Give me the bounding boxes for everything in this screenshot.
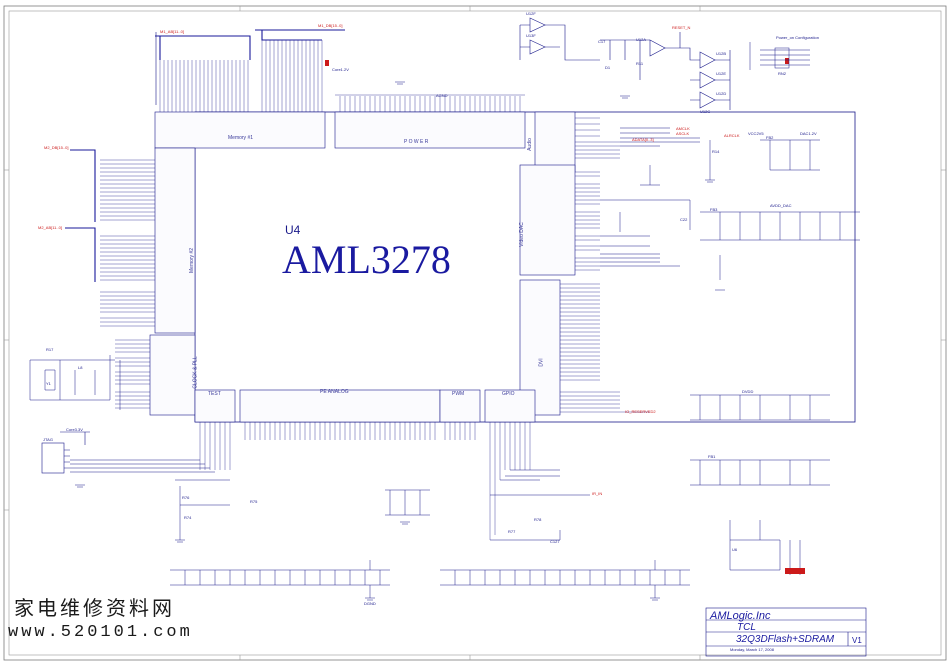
video-dac-block — [519, 164, 576, 276]
title-block — [705, 607, 867, 657]
audio-block — [534, 111, 576, 173]
audio-label: Audio — [526, 138, 533, 151]
clock-block — [149, 334, 196, 416]
title-block-brand: TCL — [737, 622, 756, 633]
title-block-title: 32Q3DFlash+SDRAM — [736, 634, 835, 645]
memory2-block — [154, 147, 196, 334]
net-dac12: DAC1.2V — [800, 131, 817, 136]
pe-analog-label: PE ANALOG — [320, 389, 349, 395]
part-u12a: U12A — [636, 37, 647, 42]
part-r76: R76 — [182, 495, 190, 500]
pwm-block — [439, 389, 481, 423]
bus-label-m2ab: M2_AB[11..0] — [38, 225, 62, 230]
memory-block — [154, 111, 326, 149]
net-core12: Core1.2V — [332, 67, 349, 72]
net-avdd: AVDD_DAC — [770, 203, 792, 208]
net-core33: Core3.3V — [66, 427, 83, 432]
power-label: P O W E R — [404, 139, 429, 145]
net-asclk: ASCLK — [676, 131, 690, 136]
part-u13f: U13F — [526, 33, 536, 38]
watermark-url: www.520101.com — [8, 623, 193, 642]
chip-reference: U4 — [285, 223, 301, 237]
watermark-chinese: 家电维修资料网 — [14, 596, 175, 620]
memory-label: Memory #1 — [228, 135, 254, 141]
part-u12d: U12D — [716, 91, 727, 96]
config-title: Power_on Configuration — [776, 35, 819, 40]
part-fb1: FB1 — [708, 454, 716, 459]
pe-analog-block — [239, 389, 441, 423]
memory2-label: Memory #2 — [189, 247, 196, 274]
video-dac-label: Video DAC — [518, 222, 525, 247]
net-adata: ADATA[0..3] — [632, 137, 654, 142]
part-fb3: FB3 — [710, 207, 718, 212]
title-block-date: Monday, March 17, 2008 — [730, 647, 774, 652]
part-u12e: U12E — [716, 71, 727, 76]
part-r11: R11 — [636, 61, 644, 66]
part-c22: C22 — [680, 217, 688, 222]
net-reset: RESET_N — [672, 25, 691, 30]
title-block-revision: V1 — [852, 636, 862, 645]
clock-label: CLOCK & PLL — [192, 356, 199, 389]
part-r17: R17 — [46, 347, 54, 352]
part-fb2: FB2 — [766, 135, 774, 140]
part-r14: R14 — [712, 149, 720, 154]
part-c127: C127 — [550, 539, 560, 544]
part-c17: C17 — [598, 39, 606, 44]
test-label: TEST — [208, 391, 221, 397]
bus-label-m2db: M2_DB[15..0] — [44, 145, 69, 150]
net-io-reserved: IO_RESERVED2 — [625, 409, 656, 414]
pwm-label: PWM — [452, 391, 465, 397]
title-block-company: AMLogic.Inc — [710, 610, 771, 622]
net-agnd: AGND — [436, 93, 448, 98]
chip-name: AML3278 — [282, 237, 451, 282]
part-jtag: JTAG — [43, 437, 53, 442]
part-d1: D1 — [605, 65, 611, 70]
part-u12c: U12C — [700, 109, 711, 114]
net-vcc25: VCC2V5 — [748, 131, 764, 136]
net-dvdd: DVDD — [742, 389, 754, 394]
part-l8: L8 — [78, 365, 83, 370]
bus-label-mdb: M1_DB[15..0] — [318, 23, 343, 28]
part-u6: U6 — [732, 547, 738, 552]
bus-label-mab: M1_AB[11..0] — [160, 29, 184, 34]
power-block — [334, 111, 526, 149]
part-u12b: U12B — [716, 51, 727, 56]
net-amclk: AMCLK — [676, 126, 690, 131]
part-y1: Y1 — [46, 381, 51, 386]
sheet-border — [3, 5, 947, 661]
net-alrclk: ALRCLK — [724, 133, 740, 138]
part-u12f: U12F — [526, 11, 536, 16]
part-r78: R78 — [534, 517, 542, 522]
test-block — [194, 389, 236, 423]
part-rn2: RN2 — [778, 71, 787, 76]
net-dgnd: DGND — [364, 601, 376, 606]
part-r74: R74 — [184, 515, 192, 520]
net-irin: IR_IN — [592, 491, 603, 496]
part-r77: R77 — [508, 529, 516, 534]
part-r75: R75 — [250, 499, 258, 504]
dvi-label: DVI — [538, 358, 545, 367]
gpio-label: GPIO — [502, 391, 515, 397]
